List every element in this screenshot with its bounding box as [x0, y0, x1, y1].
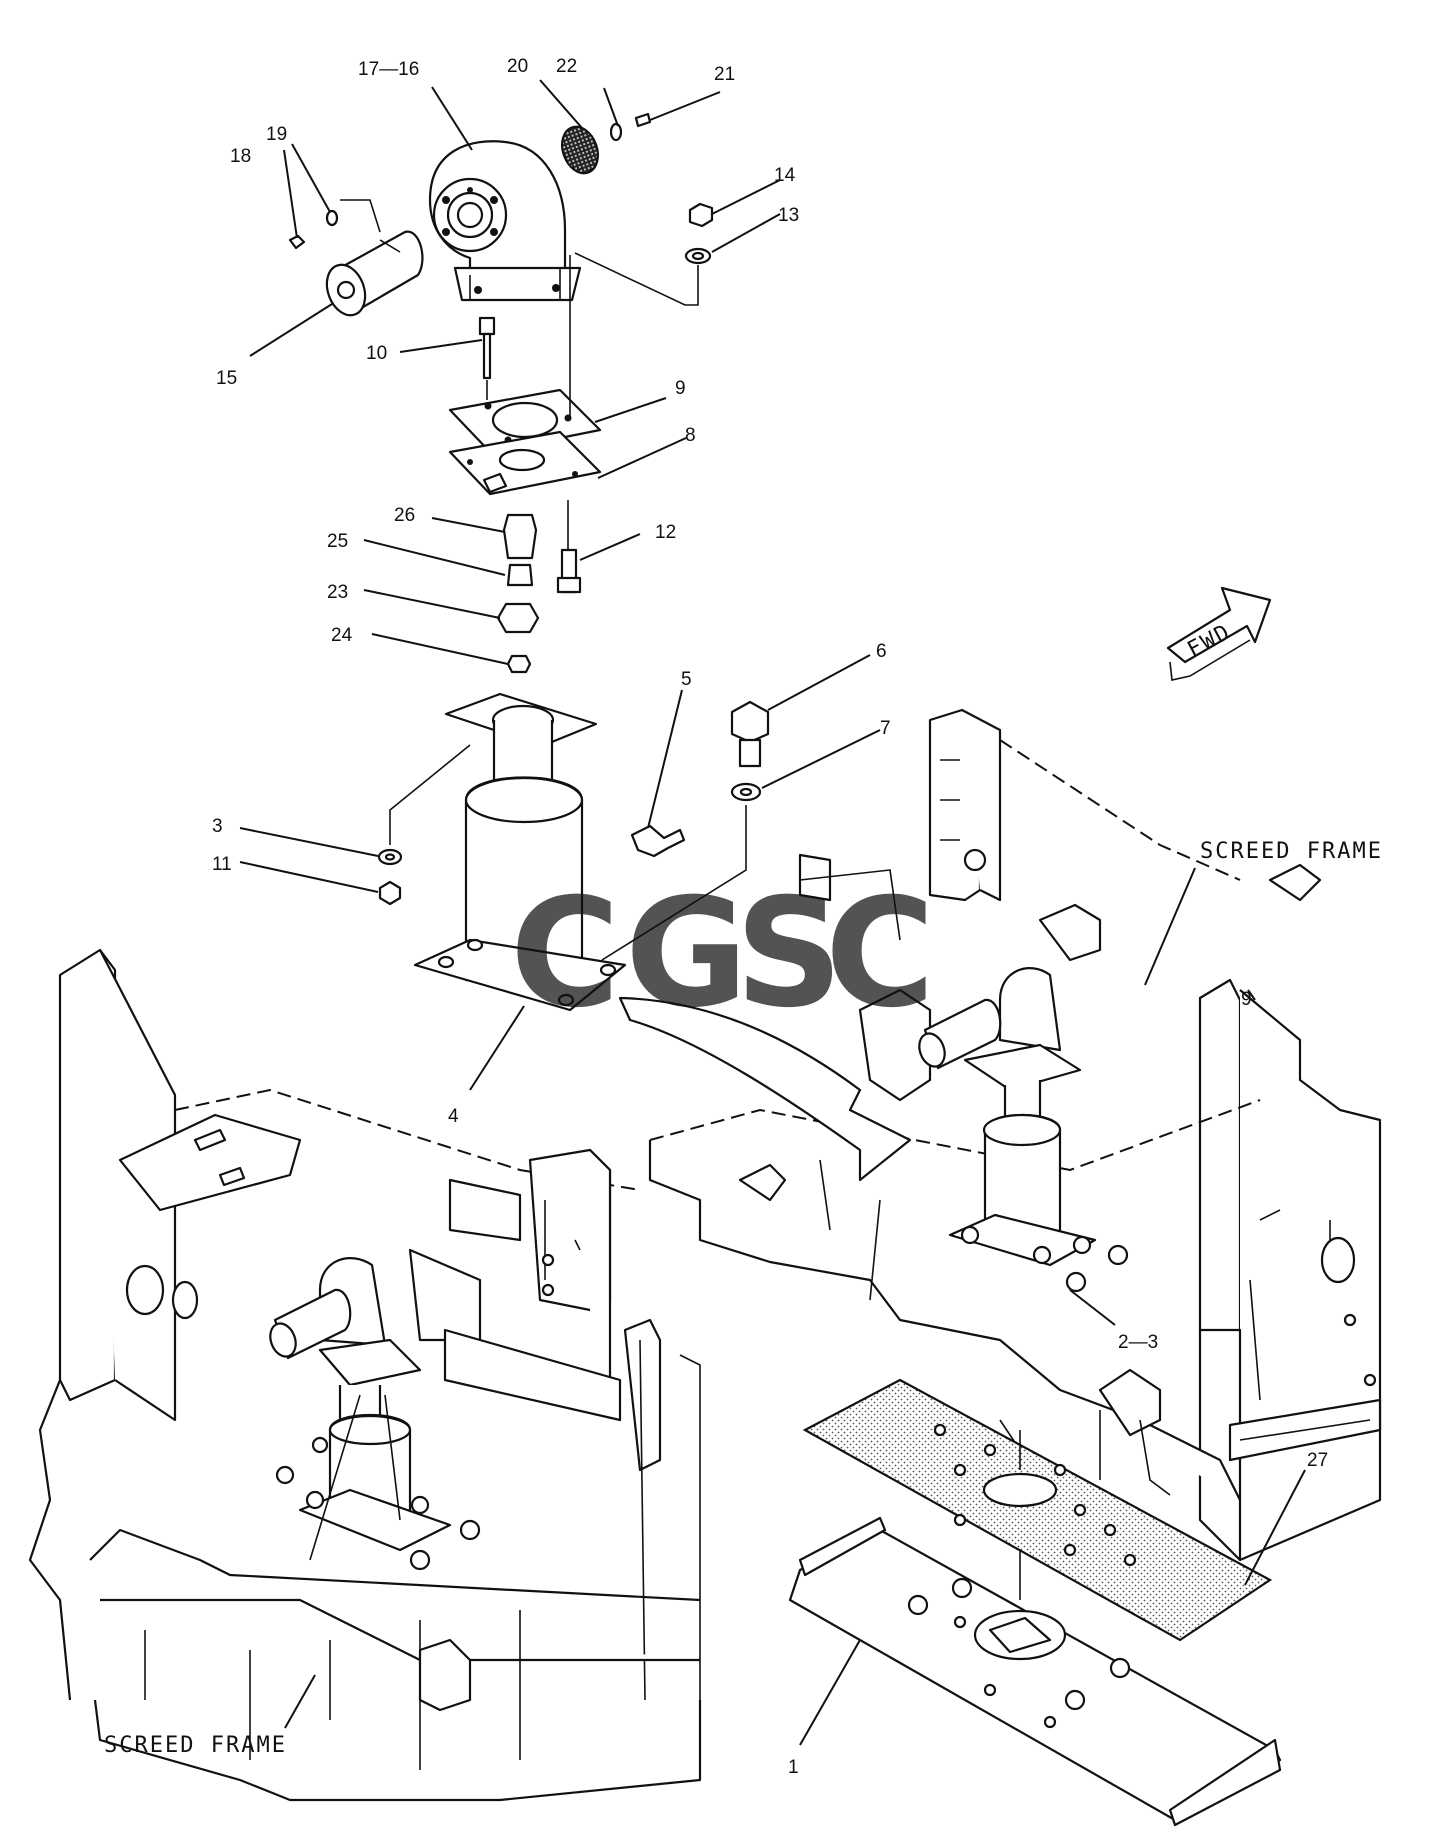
label-5: 5 [681, 669, 692, 690]
cover-plate-1 [788, 1516, 1282, 1827]
fitting-25 [506, 563, 534, 587]
label-12: 12 [655, 522, 676, 543]
label-17-16: 17—16 [358, 59, 419, 80]
label-11: 11 [212, 854, 232, 875]
watermark-logo: C G S C [510, 867, 935, 1041]
heater-installed-right [918, 967, 1129, 1293]
heater-installed-left [269, 1257, 481, 1571]
label-9-frame: 9 [1241, 989, 1252, 1010]
label-9: 9 [675, 378, 686, 399]
label-24: 24 [331, 625, 353, 646]
label-19: 19 [266, 124, 287, 145]
label-18: 18 [230, 146, 251, 167]
nut-11 [378, 880, 402, 906]
bolt-18 [288, 234, 306, 250]
label-21: 21 [714, 64, 735, 85]
insulation-plate-27 [802, 1378, 1273, 1642]
label-22: 22 [556, 56, 577, 77]
label-8: 8 [685, 425, 696, 446]
watermark-letter-g: G [625, 867, 748, 1041]
blower-motor [325, 230, 424, 317]
sensor-5 [630, 824, 686, 858]
screed-frame-label-right: SCREED FRAME [1200, 839, 1383, 864]
fwd-arrow: FWD [1166, 586, 1272, 681]
exploded-assembly [288, 112, 770, 1012]
install-arrow [618, 996, 912, 1182]
watermark-letter-s: S [735, 867, 843, 1041]
nut-24 [506, 654, 532, 674]
label-7: 7 [880, 718, 891, 739]
label-6: 6 [876, 641, 887, 662]
washer-19 [325, 209, 339, 227]
label-26: 26 [394, 505, 415, 526]
part-number-labels: 17—16 20 22 21 19 18 14 13 10 15 9 8 26 … [212, 56, 1328, 1778]
watermark-letter-c1: C [510, 867, 620, 1041]
fitting-23 [496, 602, 540, 634]
screed-frame-label-left: SCREED FRAME [104, 1733, 287, 1758]
label-13: 13 [778, 205, 799, 226]
label-14: 14 [774, 165, 796, 186]
label-1: 1 [788, 1757, 799, 1778]
screw-21 [634, 112, 652, 128]
label-27: 27 [1307, 1450, 1328, 1471]
label-25: 25 [327, 531, 348, 552]
screen-mesh [561, 125, 599, 175]
label-15: 15 [216, 368, 237, 389]
plate-8 [448, 430, 602, 496]
nut-14 [688, 202, 714, 228]
label-4: 4 [448, 1106, 459, 1127]
label-10: 10 [366, 343, 387, 364]
screed-frame-right [648, 708, 1382, 1562]
blower-housing [428, 140, 582, 302]
bolt-10 [478, 316, 496, 336]
label-23: 23 [327, 582, 348, 603]
washer-22 [609, 122, 623, 142]
screed-frame-left [28, 948, 702, 1802]
leader-lines [239, 79, 1306, 1746]
label-20: 20 [507, 56, 528, 77]
label-3: 3 [212, 816, 223, 837]
label-2-3: 2—3 [1118, 1332, 1158, 1353]
fitting-26 [502, 513, 538, 560]
watermark-letter-c2: C [825, 867, 935, 1041]
bolt-6 [730, 700, 770, 768]
heater-stack [389, 692, 627, 1012]
plate-27-holes [933, 1423, 1137, 1567]
